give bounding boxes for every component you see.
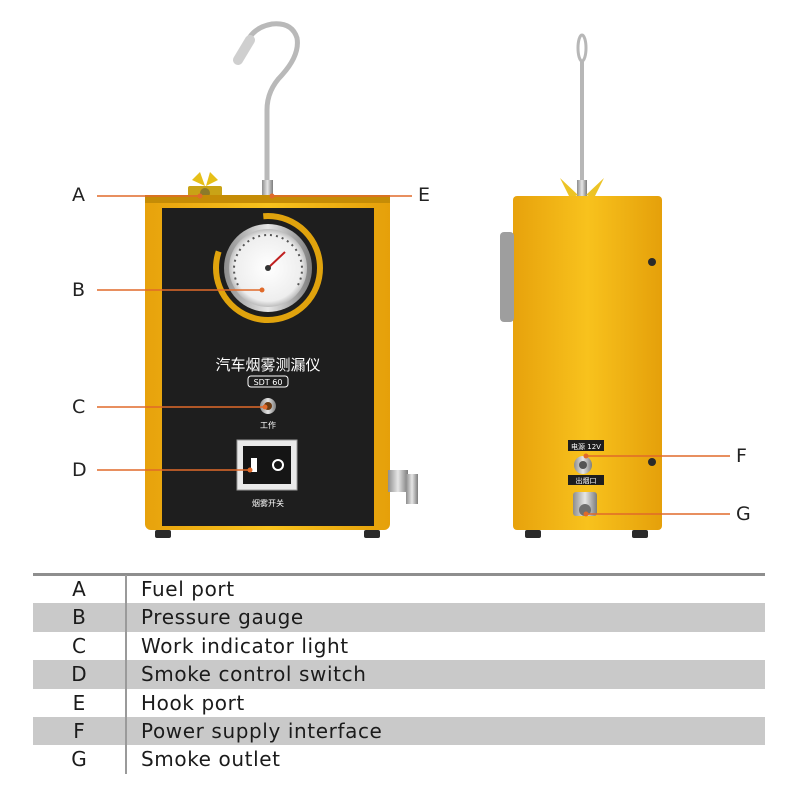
legend-row: D Smoke control switch [33,660,765,689]
device-drawing: 汽车烟雾测漏仪 SDT 60 工作 烟雾开关 [97,21,730,538]
indicator-label: 工作 [260,420,276,430]
legend-row: B Pressure gauge [33,603,765,632]
legend-key: D [33,660,127,689]
front-unit: 汽车烟雾测漏仪 SDT 60 工作 烟雾开关 [145,21,418,538]
callout-e: E [418,184,431,206]
legend-label: Smoke control switch [141,662,367,687]
legend-row: E Hook port [33,688,765,717]
legend-label: Work indicator light [141,633,349,658]
legend-key: G [33,745,127,774]
legend-key: A [33,575,127,604]
device-title: 汽车烟雾测漏仪 [215,356,320,374]
work-indicator-light [260,398,276,414]
parts-legend-table: A Fuel port B Pressure gauge C Work indi… [33,575,765,774]
outlet-label: 出烟口 [576,476,597,485]
legend-label: Hook port [141,690,245,715]
legend-label: Fuel port [141,577,235,601]
legend-key: B [33,603,127,632]
legend-row: C Work indicator light [33,631,765,661]
legend-row: F Power supply interface [33,716,765,746]
product-illustration: 汽车烟雾测漏仪 SDT 60 工作 烟雾开关 [72,21,751,538]
smoke-control-switch[interactable] [236,439,298,491]
callout-f: F [736,445,747,467]
legend-key: C [33,631,127,661]
callout-a: A [72,184,85,206]
callout-d: D [72,459,87,481]
power-label: 电源 12V [571,442,601,451]
legend-key: F [33,716,127,746]
legend-row: G Smoke outlet [33,745,765,774]
callout-lines [97,195,730,515]
switch-label: 烟雾开关 [252,498,284,508]
callout-c: C [72,396,86,418]
legend-row: A Fuel port [33,575,765,604]
model-label: SDT 60 [254,378,283,387]
callout-g: G [736,503,751,525]
legend-label: Power supply interface [141,718,383,743]
power-supply-interface[interactable] [574,456,592,474]
fuel-port [188,172,222,198]
callout-b: B [72,279,86,301]
side-body [513,196,662,530]
legend-divider [33,573,765,576]
side-unit: 电源 12V 出烟口 [500,33,662,538]
legend-label: Smoke outlet [141,747,281,772]
hook [245,21,300,199]
legend-label: Pressure gauge [141,605,304,630]
legend-key: E [33,688,127,717]
